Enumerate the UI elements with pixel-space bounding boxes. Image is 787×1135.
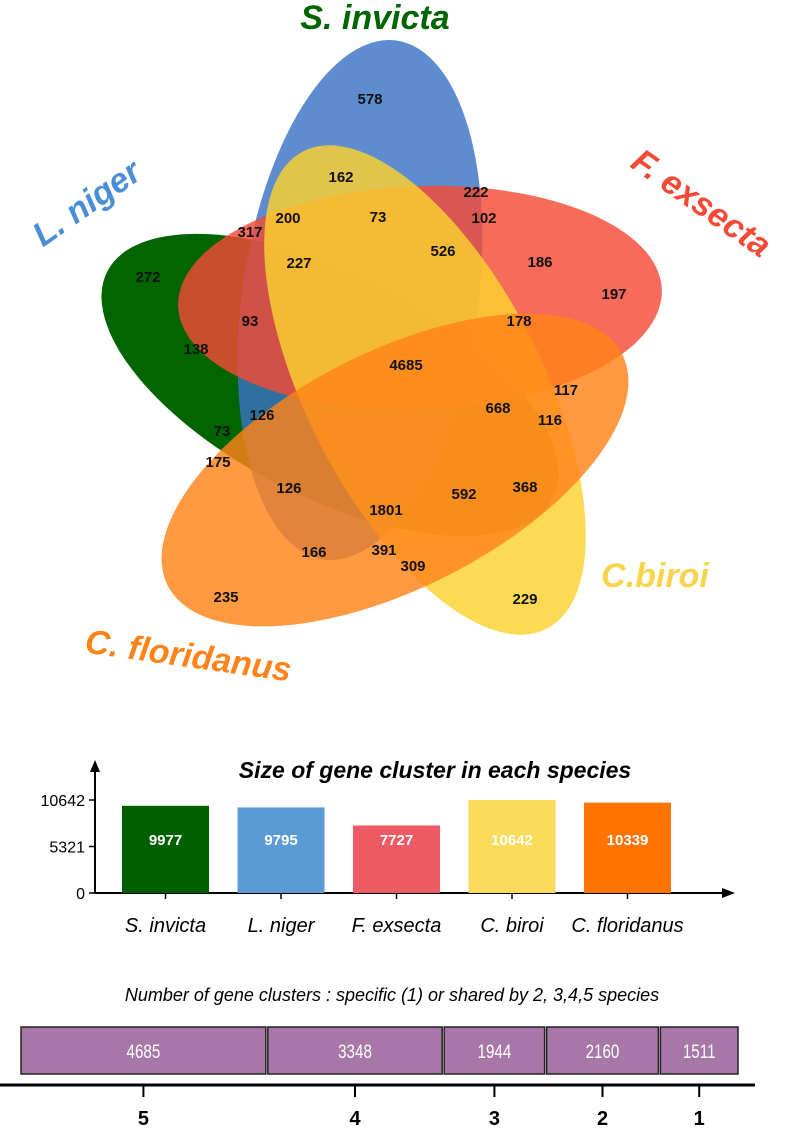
region-count: 1801 xyxy=(369,502,402,519)
stacked-tick-label: 4 xyxy=(349,1108,361,1130)
y-tick-label: 5321 xyxy=(49,840,85,857)
region-count: 235 xyxy=(213,589,238,606)
region-count: 73 xyxy=(370,209,387,226)
bar-s-invicta xyxy=(122,805,209,893)
region-count: 93 xyxy=(242,313,259,330)
bar-c-biroi xyxy=(468,800,556,893)
region-count: 391 xyxy=(371,542,396,559)
region-count: 102 xyxy=(471,210,496,227)
bar-l-niger xyxy=(237,807,325,893)
region-count: 222 xyxy=(463,184,488,201)
segment-value-label: 4685 xyxy=(127,1040,161,1062)
x-tick-label: S. invicta xyxy=(125,915,206,937)
region-count: 200 xyxy=(275,210,300,227)
segment-shared-by-3 xyxy=(443,1026,546,1075)
region-count: 309 xyxy=(400,558,425,575)
stacked-tick-label: 3 xyxy=(489,1108,500,1130)
segment-shared-by-4 xyxy=(267,1026,443,1075)
stacked-chart-title: Number of gene clusters : specific (1) o… xyxy=(125,985,659,1005)
y-tick-label: 0 xyxy=(76,886,85,903)
x-tick-label: C. biroi xyxy=(480,915,544,937)
set-label-s-invicta: S. invicta xyxy=(300,0,449,37)
region-count: 126 xyxy=(249,407,274,424)
x-axis-arrow-icon xyxy=(722,888,735,898)
region-count: 4685 xyxy=(389,357,422,374)
bar-f-exsecta xyxy=(353,825,440,893)
region-count: 126 xyxy=(276,480,301,497)
x-tick-label: L. niger xyxy=(248,915,316,937)
segment-shared-by-2 xyxy=(545,1026,660,1075)
segment-value-label: 3348 xyxy=(338,1040,372,1062)
stacked-tick-label: 1 xyxy=(694,1108,705,1130)
segment-value-label: 2160 xyxy=(586,1040,620,1062)
region-count: 272 xyxy=(135,269,160,286)
x-tick-label: C. floridanus xyxy=(571,915,683,937)
region-count: 227 xyxy=(286,255,311,272)
region-count: 526 xyxy=(430,243,455,260)
segment-shared-by-1 xyxy=(659,1026,739,1075)
region-count: 592 xyxy=(451,486,476,503)
region-count: 73 xyxy=(214,423,231,440)
stacked-tick-label: 2 xyxy=(597,1108,608,1130)
y-axis-arrow-icon xyxy=(90,760,100,772)
region-count: 368 xyxy=(512,479,537,496)
region-count: 175 xyxy=(205,454,230,471)
region-count: 668 xyxy=(485,400,510,417)
bar-value-label: 9977 xyxy=(149,832,182,849)
bar-chart-title: Size of gene cluster in each species xyxy=(239,757,631,783)
region-count: 138 xyxy=(183,341,208,358)
segment-shared-by-5 xyxy=(20,1026,267,1075)
bar-value-label: 10339 xyxy=(607,832,649,849)
segment-value-label: 1511 xyxy=(683,1040,716,1062)
region-count: 197 xyxy=(601,286,626,303)
set-label-c-biroi: C.biroi xyxy=(601,557,710,595)
region-count: 116 xyxy=(538,412,562,429)
region-count: 166 xyxy=(301,544,326,561)
bar-value-label: 10642 xyxy=(491,832,533,849)
y-tick-label: 10642 xyxy=(41,793,86,810)
region-count: 229 xyxy=(512,591,537,608)
region-count: 162 xyxy=(328,169,353,186)
bar-value-label: 9795 xyxy=(264,832,297,849)
segment-value-label: 1944 xyxy=(478,1040,512,1062)
region-count: 578 xyxy=(357,91,382,108)
stacked-tick-label: 5 xyxy=(138,1108,149,1130)
bar-c-floridanus xyxy=(584,802,671,893)
region-count: 117 xyxy=(554,382,578,399)
region-count: 317 xyxy=(237,224,262,241)
x-tick-label: F. exsecta xyxy=(352,915,442,937)
region-count: 178 xyxy=(506,313,531,330)
region-count: 186 xyxy=(527,254,552,271)
set-c-floridanus-ellipse xyxy=(161,313,629,627)
bar-value-label: 7727 xyxy=(380,832,413,849)
